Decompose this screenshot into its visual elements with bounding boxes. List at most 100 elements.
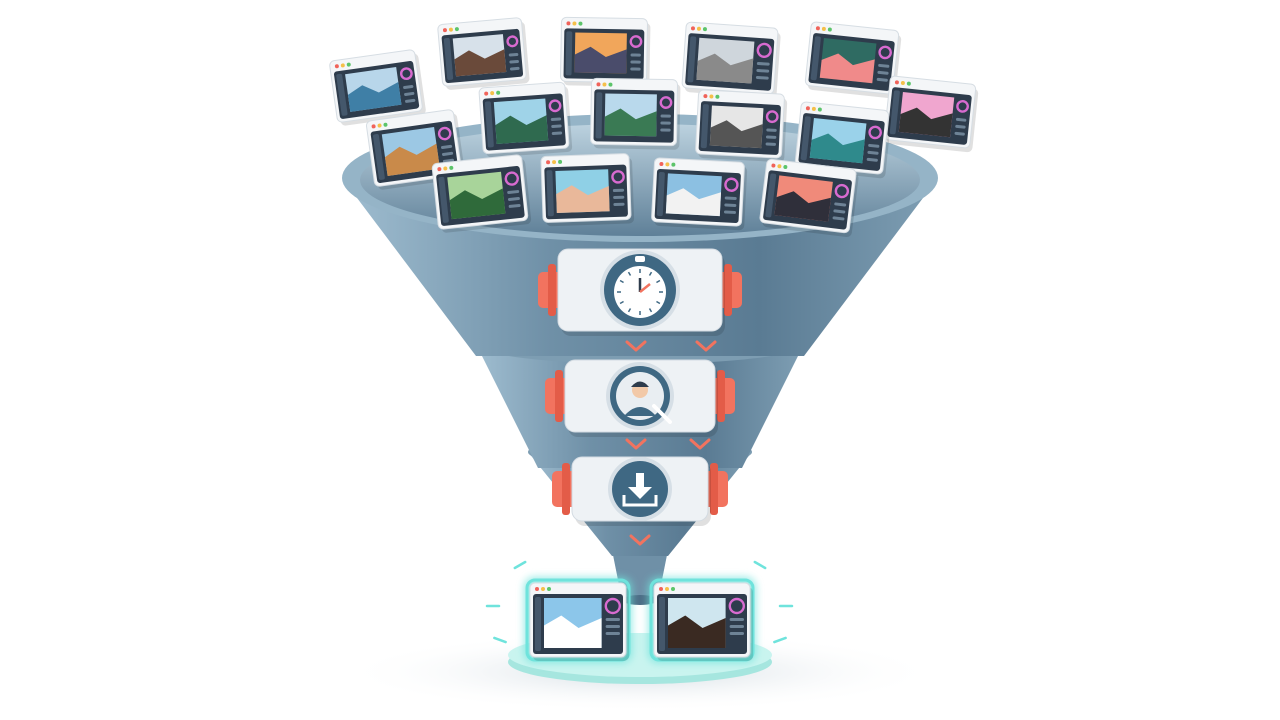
toolbar-strip — [700, 104, 709, 149]
thumbnail-image — [668, 598, 726, 648]
window-control-dot — [659, 162, 664, 167]
window-control-dot — [702, 27, 707, 32]
window-control-dot — [541, 587, 545, 591]
color-wheel-icon — [728, 597, 745, 615]
window-control-dot — [906, 81, 911, 86]
color-wheel-icon — [765, 110, 779, 124]
window-control-dot — [815, 26, 820, 31]
thumbnail-image — [555, 169, 610, 214]
toolbar-strip — [438, 176, 449, 223]
thumbnail-image — [709, 105, 764, 149]
window-control-dot — [596, 82, 601, 87]
toolbar-strip — [443, 37, 454, 80]
input-windows — [329, 16, 979, 238]
toolbar-strip — [565, 31, 573, 76]
thumbnail-image — [381, 127, 440, 176]
window-control-dot — [535, 587, 539, 591]
clip-bar — [724, 264, 732, 316]
adjustment-slider — [508, 203, 521, 208]
clip-bar — [555, 370, 563, 422]
clip-bar — [717, 370, 725, 422]
color-wheel-icon — [504, 171, 519, 186]
thumbnail-image — [665, 173, 722, 217]
input-window-lake-mountains — [329, 49, 426, 126]
input-window-sunset-coast — [560, 16, 651, 87]
window-control-dot — [900, 81, 905, 86]
window-control-dot — [894, 80, 899, 85]
input-window-pink-flower — [804, 21, 902, 99]
adjustment-slider — [509, 66, 520, 71]
input-window-cat-portrait — [681, 21, 781, 98]
stage-module-3 — [552, 456, 728, 526]
adjustment-slider — [833, 209, 846, 214]
window-control-dot — [671, 162, 676, 167]
toolbar-strip — [535, 597, 541, 651]
adjustment-slider — [765, 142, 776, 146]
adjustment-slider — [955, 124, 966, 129]
adjustment-slider — [877, 70, 889, 75]
color-wheel-icon — [659, 96, 673, 109]
adjustment-slider — [404, 91, 415, 96]
adjustment-slider — [954, 131, 965, 136]
adjustment-slider — [550, 117, 562, 122]
adjustment-slider — [729, 625, 744, 628]
thumbnail-image — [809, 117, 867, 164]
adjustment-slider — [613, 195, 625, 200]
output-window-santorini-view — [524, 577, 632, 663]
adjustment-slider — [660, 114, 671, 118]
stage-modules — [538, 248, 742, 526]
adjustment-slider — [660, 128, 671, 132]
chevron-down-icon — [695, 340, 717, 352]
toolbar-strip — [659, 597, 665, 651]
adjustment-slider — [605, 625, 620, 628]
window-control-dot — [484, 91, 489, 96]
chevron-down-icon — [629, 534, 651, 546]
window-control-dot — [783, 165, 788, 170]
clip-bar — [548, 264, 556, 316]
adjustment-slider — [507, 190, 520, 195]
adjustment-slider — [832, 216, 845, 221]
window-control-dot — [817, 107, 822, 112]
toolbar-strip — [800, 116, 811, 161]
window-control-dot — [690, 26, 695, 31]
window-control-dot — [572, 21, 577, 26]
thumbnail-image — [493, 98, 549, 144]
thumbnail-image — [604, 93, 657, 137]
adjustment-slider — [729, 618, 744, 621]
stage-module-1 — [538, 248, 742, 336]
thumbnail-image — [345, 67, 402, 112]
thumbnail-image — [774, 175, 833, 222]
input-window-woman-portrait — [437, 17, 530, 90]
download-icon — [622, 473, 658, 507]
window-control-dot — [578, 21, 583, 26]
thumbnail-image — [696, 37, 755, 84]
window-control-dot — [665, 587, 669, 591]
color-wheel-icon — [724, 177, 739, 192]
input-window-bw-child — [695, 89, 788, 163]
window-control-dot — [805, 106, 810, 111]
stage-module-2 — [545, 359, 735, 437]
color-wheel-icon — [756, 42, 772, 58]
window-control-dot — [371, 124, 376, 129]
clip-bar — [710, 463, 718, 515]
adjustment-slider — [868, 143, 880, 148]
adjustment-slider — [605, 632, 620, 635]
sparkle-ray — [513, 560, 527, 570]
toolbar-strip — [595, 92, 603, 139]
input-window-man-portrait — [759, 158, 859, 238]
adjustment-slider — [866, 157, 878, 162]
adjustment-slider — [834, 202, 847, 207]
window-control-dot — [346, 62, 351, 67]
thumbnail-image — [574, 32, 627, 74]
window-control-dot — [443, 166, 448, 171]
color-wheel-icon — [868, 125, 882, 140]
color-wheel-icon — [548, 99, 562, 113]
adjustment-slider — [867, 150, 879, 155]
adjustment-slider — [551, 124, 562, 129]
chevron-down-icon — [625, 438, 647, 450]
adjustment-slider — [630, 60, 641, 64]
output-windows — [485, 560, 794, 663]
color-wheel-icon — [399, 67, 413, 81]
